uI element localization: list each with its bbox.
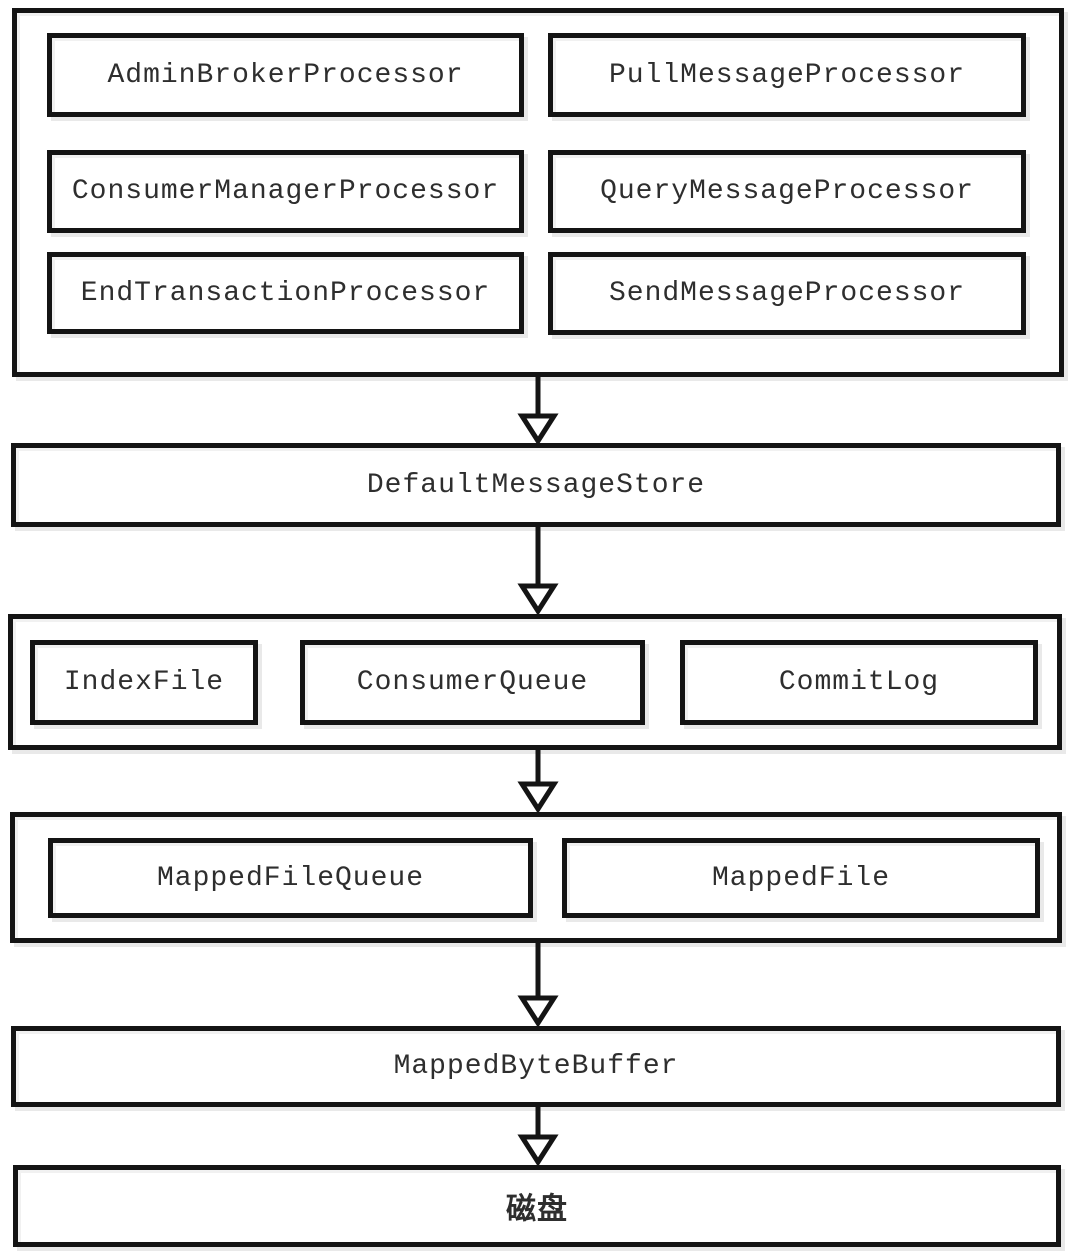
box-label: IndexFile <box>63 667 225 698</box>
box-send-message-processor: SendMessageProcessor <box>548 252 1026 335</box>
store-file-layer-container: IndexFile ConsumerQueue CommitLog <box>8 614 1062 750</box>
mapped-file-layer-container: MappedFileQueue MappedFile <box>10 812 1062 943</box>
box-label: ConsumerQueue <box>356 667 589 698</box>
down-arrow-connector <box>517 1107 559 1165</box>
down-arrow-connector <box>517 750 559 812</box>
box-label: EndTransactionProcessor <box>80 277 491 309</box>
box-mapped-file: MappedFile <box>562 838 1040 918</box>
processor-layer-container: AdminBrokerProcessor PullMessageProcesso… <box>12 8 1064 377</box>
box-pull-message-processor: PullMessageProcessor <box>548 33 1026 117</box>
box-label: QueryMessageProcessor <box>600 176 974 207</box>
arrow-head <box>517 1134 559 1165</box>
box-mapped-byte-buffer: MappedByteBuffer <box>11 1026 1061 1107</box>
down-arrow-connector <box>517 943 559 1026</box>
box-label: SendMessageProcessor <box>608 278 966 309</box>
box-label: MappedFile <box>711 862 891 894</box>
arrow-head <box>517 413 559 444</box>
down-arrow-connector <box>517 527 559 614</box>
box-consumer-manager-processor: ConsumerManagerProcessor <box>47 150 524 233</box>
box-default-message-store: DefaultMessageStore <box>11 443 1061 527</box>
box-label: MappedFileQueue <box>156 862 425 894</box>
box-label: DefaultMessageStore <box>366 469 706 501</box>
box-label: AdminBrokerProcessor <box>107 59 464 91</box>
down-arrow-connector <box>517 377 559 444</box>
box-mapped-file-queue: MappedFileQueue <box>48 838 533 918</box>
box-commit-log: CommitLog <box>680 640 1038 725</box>
box-query-message-processor: QueryMessageProcessor <box>548 150 1026 233</box>
box-label: ConsumerManagerProcessor <box>71 176 500 207</box>
box-index-file: IndexFile <box>30 640 258 725</box>
box-label: MappedByteBuffer <box>393 1051 679 1082</box>
box-label: PullMessageProcessor <box>608 59 966 91</box>
box-label: 磁盘 <box>506 1193 568 1226</box>
arrow-head <box>517 781 559 812</box>
arrow-head <box>517 995 559 1026</box>
arrow-head <box>517 583 559 614</box>
box-end-transaction-processor: EndTransactionProcessor <box>47 252 524 334</box>
box-consumer-queue: ConsumerQueue <box>300 640 645 725</box>
box-admin-broker-processor: AdminBrokerProcessor <box>47 33 524 117</box>
box-disk: 磁盘 <box>13 1165 1061 1247</box>
box-label: CommitLog <box>778 667 940 698</box>
